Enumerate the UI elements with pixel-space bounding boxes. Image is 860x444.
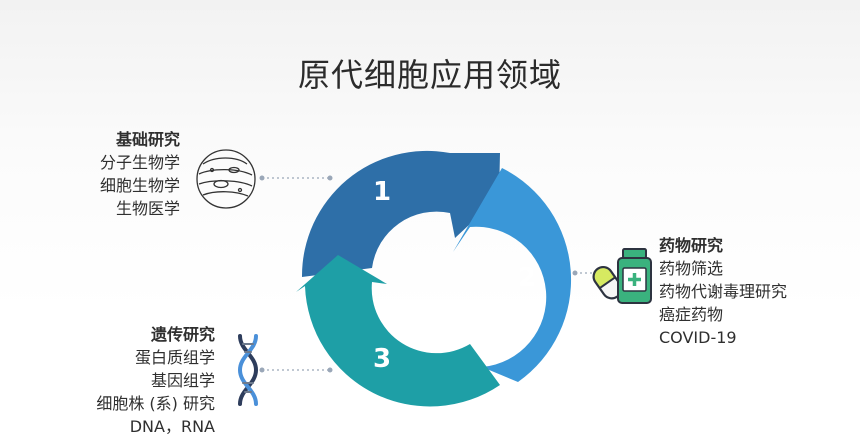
drug-research-heading: 药物研究: [659, 236, 724, 255]
cycle-ring: [296, 150, 572, 407]
drug-research-item: 药物筛选: [659, 259, 724, 278]
genetic-research-item: 细胞株 (系) 研究: [96, 394, 215, 413]
segment-1-arrow: [301, 150, 500, 277]
basic-research-item: 分子生物学: [99, 153, 180, 172]
segment-3-arrow: [296, 255, 500, 407]
drug-research-item: COVID-19: [659, 328, 737, 347]
page-title: 原代细胞应用领域: [297, 56, 562, 94]
drug-research-block: 药物研究 药物筛选 药物代谢毒理研究 癌症药物 COVID-19: [659, 234, 787, 349]
basic-research-block: 基础研究 分子生物学 细胞生物学 生物医学: [100, 128, 180, 220]
drug-research-item: 药物代谢毒理研究: [659, 282, 788, 301]
segment-3-number: 3: [373, 344, 391, 374]
genetic-research-item: DNA，RNA: [129, 417, 215, 436]
genetic-research-item: 蛋白质组学: [134, 348, 215, 367]
genetic-research-heading: 遗传研究: [150, 325, 215, 344]
segment-2-arrow: [453, 168, 572, 382]
dna-icon: [237, 334, 259, 406]
cell-icon: [196, 149, 256, 209]
connector-lines: [259, 175, 597, 373]
basic-research-heading: 基础研究: [115, 130, 180, 149]
drug-research-item: 癌症药物: [659, 305, 724, 324]
basic-research-item: 生物医学: [115, 199, 180, 218]
genetic-research-item: 基因组学: [150, 371, 215, 390]
medicine-bottle-icon: [617, 248, 652, 304]
genetic-research-block: 遗传研究 蛋白质组学 基因组学 细胞株 (系) 研究 DNA，RNA: [96, 323, 215, 438]
segment-2-number: 2: [518, 263, 536, 293]
segment-1-number: 1: [373, 177, 391, 207]
basic-research-item: 细胞生物学: [99, 176, 180, 195]
